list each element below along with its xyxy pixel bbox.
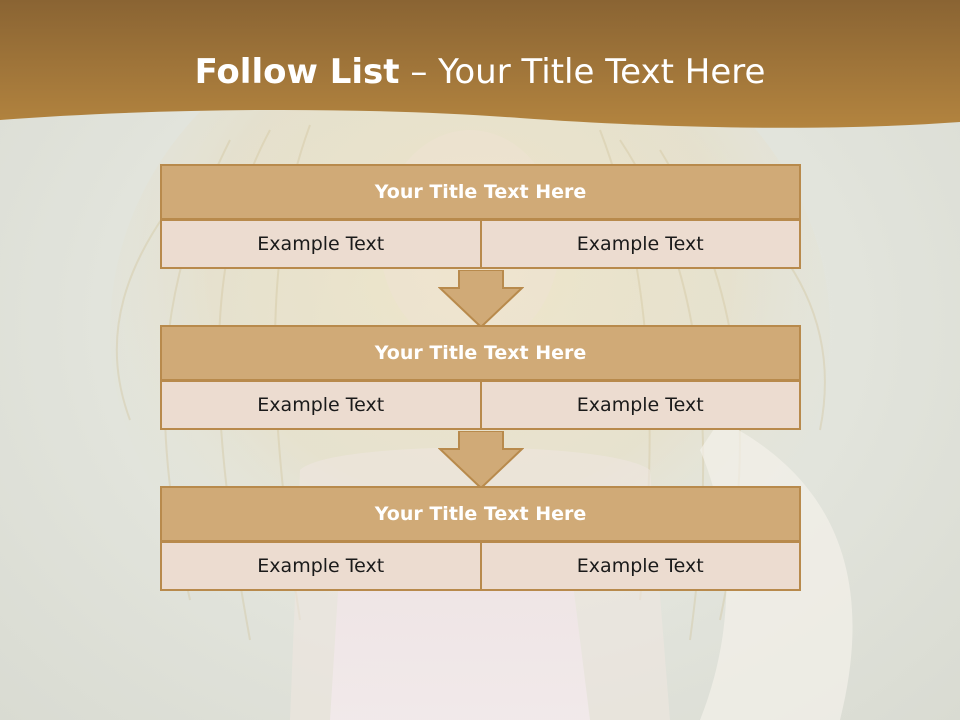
block-cell-right: Example Text [479,219,801,269]
block-cell-right: Example Text [479,380,801,430]
block-row: Example Text Example Text [160,541,801,591]
block-title: Your Title Text Here [160,325,801,381]
block-title: Your Title Text Here [160,164,801,220]
block-cell-left: Example Text [160,219,482,269]
follow-block-2: Your Title Text Here Example Text Exampl… [160,325,801,430]
title-rest: – Your Title Text Here [399,52,766,92]
block-cell-right: Example Text [479,541,801,591]
title-bold: Follow List [194,52,400,92]
down-arrow-icon [438,270,524,328]
block-row: Example Text Example Text [160,380,801,430]
follow-block-1: Your Title Text Here Example Text Exampl… [160,164,801,269]
block-title: Your Title Text Here [160,486,801,542]
down-arrow-icon [438,431,524,489]
block-row: Example Text Example Text [160,219,801,269]
page-title: Follow List – Your Title Text Here [0,52,960,92]
block-cell-left: Example Text [160,541,482,591]
header-band [0,0,960,128]
follow-block-3: Your Title Text Here Example Text Exampl… [160,486,801,591]
block-cell-left: Example Text [160,380,482,430]
